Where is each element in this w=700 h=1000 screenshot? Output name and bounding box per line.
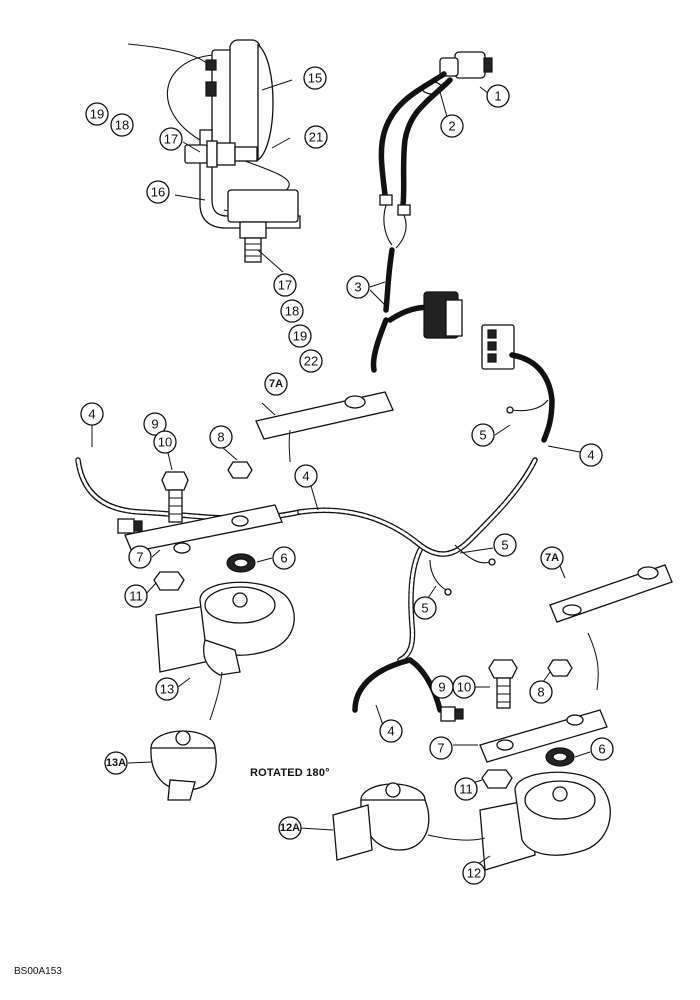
callout-16: 16 [146, 180, 170, 204]
callout-7: 7 [128, 545, 152, 569]
callout-12a: 12A [278, 816, 302, 840]
callout-8: 8 [529, 680, 553, 704]
callout-11: 11 [124, 584, 148, 608]
svg-text:7A: 7A [269, 378, 283, 390]
callout-13: 13 [155, 677, 179, 701]
svg-text:7: 7 [136, 550, 143, 565]
callout-7: 7 [429, 736, 453, 760]
svg-text:6: 6 [598, 742, 605, 757]
callout-13a: 13A [104, 751, 128, 775]
svg-text:9: 9 [151, 417, 158, 432]
callout-4: 4 [579, 443, 603, 467]
svg-text:5: 5 [479, 428, 486, 443]
svg-text:7A: 7A [545, 552, 559, 564]
callout-4: 4 [379, 719, 403, 743]
callout-9: 9 [143, 412, 167, 436]
svg-text:8: 8 [537, 685, 544, 700]
svg-text:4: 4 [587, 448, 594, 463]
right-horn-assembly [479, 564, 673, 871]
callout-6: 6 [590, 737, 614, 761]
callout-4: 4 [294, 464, 318, 488]
callout-5: 5 [493, 533, 517, 557]
svg-text:3: 3 [354, 280, 361, 295]
svg-text:19: 19 [90, 107, 104, 122]
svg-text:1: 1 [494, 89, 501, 104]
svg-text:17: 17 [278, 278, 292, 293]
svg-text:5: 5 [421, 601, 428, 616]
svg-text:18: 18 [115, 118, 129, 133]
svg-text:10: 10 [457, 680, 471, 695]
callout-7a: 7A [540, 546, 564, 570]
svg-text:12A: 12A [280, 822, 300, 834]
svg-text:17: 17 [164, 132, 178, 147]
svg-text:8: 8 [217, 430, 224, 445]
callout-17: 17 [273, 273, 297, 297]
svg-text:11: 11 [459, 782, 473, 797]
callout-18: 18 [110, 113, 134, 137]
callout-7a: 7A [264, 372, 288, 396]
callout-17: 17 [159, 127, 183, 151]
callout-22: 22 [299, 349, 323, 373]
svg-text:5: 5 [501, 538, 508, 553]
svg-text:21: 21 [309, 130, 323, 145]
svg-text:13: 13 [160, 682, 174, 697]
svg-text:16: 16 [151, 185, 165, 200]
svg-text:13A: 13A [106, 757, 126, 769]
main-wire-harness [75, 457, 538, 722]
svg-text:4: 4 [387, 724, 394, 739]
svg-text:7: 7 [437, 741, 444, 756]
callout-8: 8 [209, 425, 233, 449]
connector-harness-assembly [370, 51, 555, 443]
figure-reference-code: BS00A153 [14, 966, 62, 977]
callout-3: 3 [346, 275, 370, 299]
callout-1: 1 [486, 84, 510, 108]
svg-text:2: 2 [448, 119, 455, 134]
svg-text:10: 10 [158, 435, 172, 450]
leader-lines [91, 79, 591, 865]
svg-text:9: 9 [438, 680, 445, 695]
callout-6: 6 [272, 546, 296, 570]
svg-text:4: 4 [302, 469, 309, 484]
callout-5: 5 [413, 596, 437, 620]
callout-19: 19 [85, 102, 109, 126]
svg-text:6: 6 [280, 551, 287, 566]
callout-15: 15 [303, 66, 327, 90]
callout-12: 12 [462, 861, 486, 885]
svg-text:18: 18 [285, 304, 299, 319]
switch-bracket-assembly [127, 39, 301, 263]
callout-10: 10 [452, 675, 476, 699]
callout-10: 10 [153, 430, 177, 454]
svg-text:4: 4 [88, 407, 95, 422]
callout-21: 21 [304, 125, 328, 149]
callout-2: 2 [440, 114, 464, 138]
rotated-180-note: ROTATED 180° [250, 767, 330, 779]
svg-text:11: 11 [129, 589, 143, 604]
callout-18: 18 [280, 299, 304, 323]
callout-4: 4 [80, 402, 104, 426]
svg-text:19: 19 [293, 329, 307, 344]
callout-5: 5 [471, 423, 495, 447]
svg-text:12: 12 [467, 866, 481, 881]
callout-11: 11 [454, 777, 478, 801]
callout-19: 19 [288, 324, 312, 348]
svg-text:22: 22 [304, 354, 318, 369]
left-horn-assembly [124, 391, 394, 721]
right-horn-rotated-12a [332, 782, 486, 861]
svg-text:15: 15 [308, 71, 322, 86]
callout-9: 9 [430, 675, 454, 699]
left-horn-rotated-13a [150, 730, 217, 801]
